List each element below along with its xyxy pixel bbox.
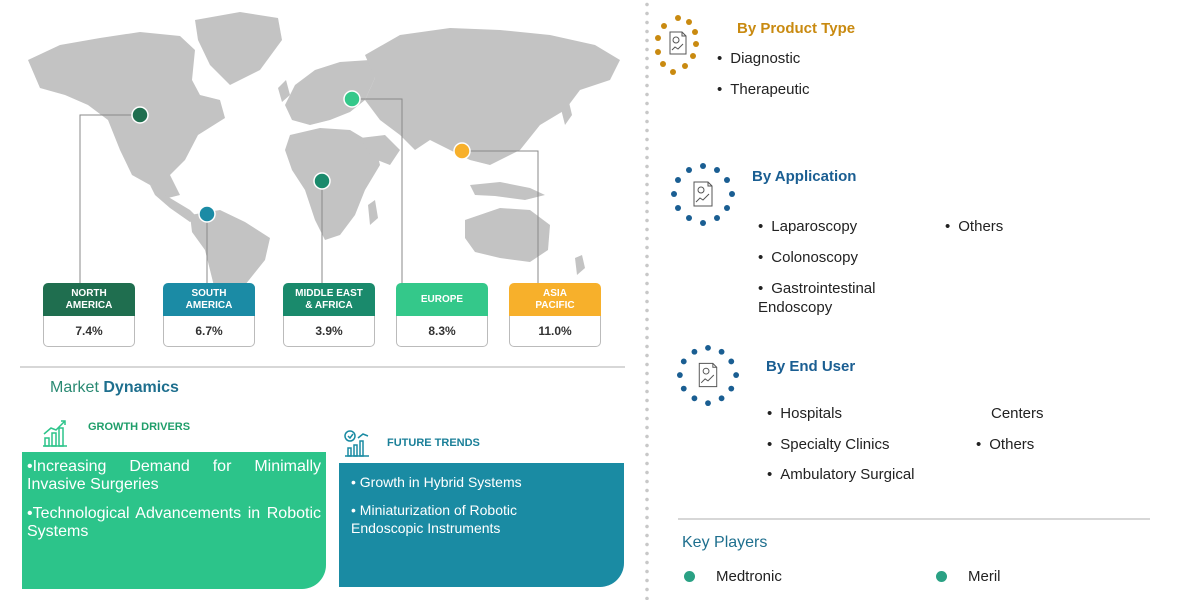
report-icon: [676, 344, 740, 407]
end-user-title: By End User: [766, 358, 856, 375]
future-trend-2: • Miniaturization of Robotic Endoscopic …: [351, 502, 517, 536]
future-trends-box: • Growth in Hybrid Systems • Miniaturiza…: [339, 463, 624, 587]
europe-marker: [343, 90, 361, 108]
vertical-dotted-divider: [645, 0, 649, 600]
divider: [20, 366, 625, 368]
growth-drivers-label: GROWTH DRIVERS: [88, 421, 191, 433]
growth-driver-2: •Technological Advancements in Robotic S…: [27, 505, 321, 540]
key-players-title: Key Players: [682, 534, 768, 551]
key-player-meril: Meril: [968, 568, 1001, 585]
key-player-medtronic: Medtronic: [716, 568, 782, 585]
market-dynamics-title: Market Dynamics: [50, 379, 179, 396]
region-south-america-value: 6.7%: [163, 316, 255, 347]
report-icon: [655, 15, 699, 75]
growth-drivers-box: •Increasing Demand for Minimally Invasiv…: [22, 452, 326, 589]
north-america-marker: [131, 106, 149, 124]
product-type-item-diagnostic: Diagnostic: [717, 50, 800, 67]
end-user-item-hospitals: Hospitals: [767, 405, 842, 422]
application-item-laparoscopy: Laparoscopy: [758, 218, 857, 235]
product-type-title: By Product Type: [737, 20, 856, 37]
future-trend-1: • Growth in Hybrid Systems: [351, 474, 522, 490]
product-type-item-therapeutic: Therapeutic: [717, 81, 809, 98]
growth-chart-icon: [43, 420, 67, 447]
south-america-marker: [198, 205, 216, 223]
asia-pacific-marker: [453, 142, 471, 160]
trend-chart-icon: [344, 430, 369, 457]
region-middle-east-africa-value: 3.9%: [283, 316, 375, 347]
region-middle-east-africa-name: MIDDLE EAST& AFRICA: [283, 283, 375, 316]
divider: [678, 518, 1150, 520]
region-north-america-value: 7.4%: [43, 316, 135, 347]
end-user-item-others: Others: [976, 436, 1034, 453]
end-user-item-specialty-clinics: Specialty Clinics: [767, 436, 889, 453]
application-item-colonoscopy: Colonoscopy: [758, 249, 858, 266]
application-item-others: Others: [945, 218, 1003, 235]
region-asia-pacific-value: 11.0%: [509, 316, 601, 347]
region-europe-name: EUROPE: [396, 283, 488, 316]
application-item-gi-endoscopy: Gastrointestinal Endoscopy: [758, 279, 908, 317]
region-middle-east-africa: MIDDLE EAST& AFRICA 3.9%: [283, 283, 375, 347]
end-user-item-centers: Centers: [991, 405, 1044, 422]
middle-east-africa-marker: [313, 172, 331, 190]
key-player-dot: [684, 571, 695, 582]
end-user-item-ambulatory-surgical: Ambulatory Surgical: [767, 466, 914, 483]
world-map: [28, 12, 620, 290]
key-player-dot: [936, 571, 947, 582]
report-icon: [671, 163, 735, 226]
growth-driver-1: •Increasing Demand for Minimally Invasiv…: [27, 458, 321, 493]
future-trends-label: FUTURE TRENDS: [387, 437, 480, 449]
application-title: By Application: [752, 168, 857, 185]
region-europe-value: 8.3%: [396, 316, 488, 347]
region-europe: EUROPE 8.3%: [396, 283, 488, 347]
